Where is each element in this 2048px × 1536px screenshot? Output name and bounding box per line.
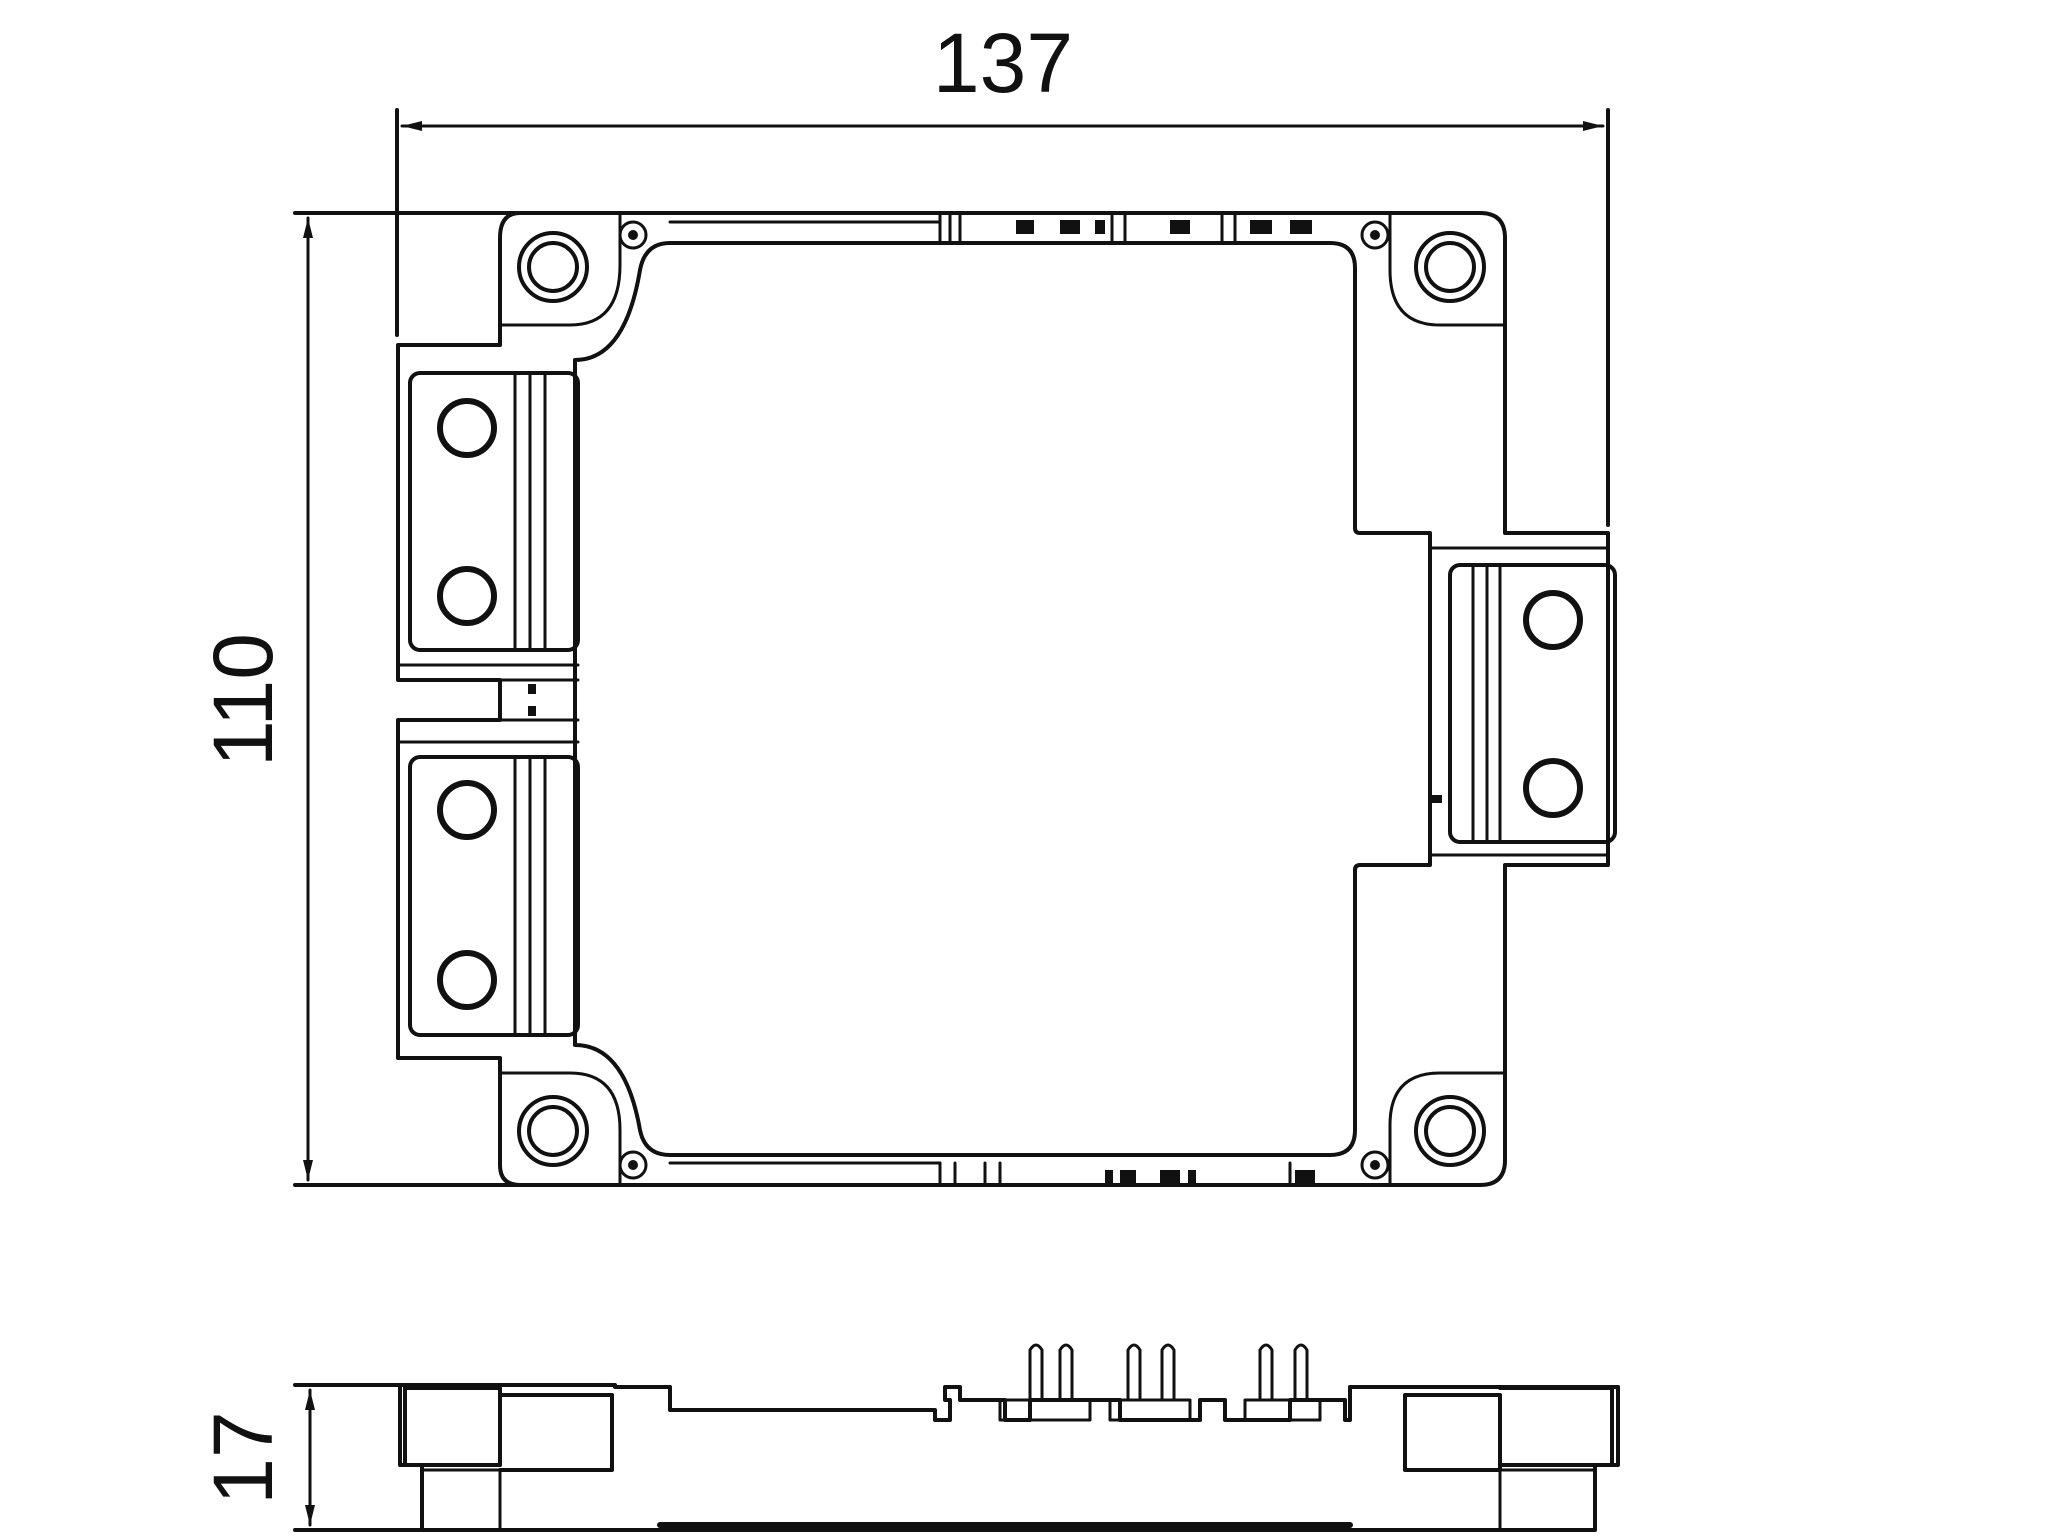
mounting-hole-bottom-right (1414, 1095, 1486, 1167)
side-view-outline (398, 1383, 1620, 1532)
mounting-hole-top-right (1414, 231, 1486, 303)
housing-outline-top-view (396, 211, 1610, 1187)
locating-pin-bottom-left (618, 1150, 648, 1180)
side-signal-pins (998, 1343, 1322, 1422)
side-terminal-right-body (1403, 1393, 1502, 1472)
locating-pin-top-right-dot (1370, 230, 1380, 240)
locating-pin-top-right (1360, 220, 1390, 250)
corner-pad-bottom-right (1388, 1071, 1507, 1187)
terminal-hole-left-1 (437, 398, 497, 458)
side-terminal-left-body (498, 1393, 614, 1472)
power-terminal-left-lower (396, 678, 580, 1037)
corner-pad-bottom-left (498, 1071, 622, 1187)
mounting-hole-bottom-left (517, 1095, 589, 1167)
power-terminal-right (1428, 546, 1617, 857)
thickness-dimension (293, 1383, 422, 1532)
pin-marks (528, 220, 1442, 1184)
terminal-hole-right-2 (1523, 758, 1583, 818)
inner-lid-outline (573, 241, 1432, 1157)
thickness-dimension-label: 17 (196, 1411, 290, 1504)
height-dimension-label: 110 (196, 633, 290, 767)
locating-pin-bottom-left-dot (628, 1160, 638, 1170)
signal-rail-bottom (668, 1161, 1292, 1187)
corner-pad-top-right (1388, 211, 1507, 327)
locating-pin-bottom-right-dot (1370, 1160, 1380, 1170)
side-view (398, 1343, 1620, 1532)
side-terminal-left-cap (403, 1386, 502, 1467)
locating-pin-bottom-right (1360, 1150, 1390, 1180)
width-dimension-label: 137 (933, 16, 1073, 110)
signal-rail-top (668, 211, 1237, 245)
mounting-hole-top-left (517, 231, 589, 303)
terminal-hole-right-1 (1523, 590, 1583, 650)
corner-pad-top-left (498, 211, 622, 327)
height-dimension (293, 211, 522, 1187)
locating-pin-top-left (618, 220, 648, 250)
terminal-hole-left-4 (437, 950, 497, 1010)
side-terminal-right-cap (1498, 1386, 1614, 1467)
terminal-hole-left-2 (437, 566, 497, 626)
locating-pin-top-left-dot (628, 230, 638, 240)
terminal-hole-left-3 (437, 780, 497, 840)
power-terminal-left-upper (396, 371, 580, 667)
width-dimension (395, 108, 1610, 527)
